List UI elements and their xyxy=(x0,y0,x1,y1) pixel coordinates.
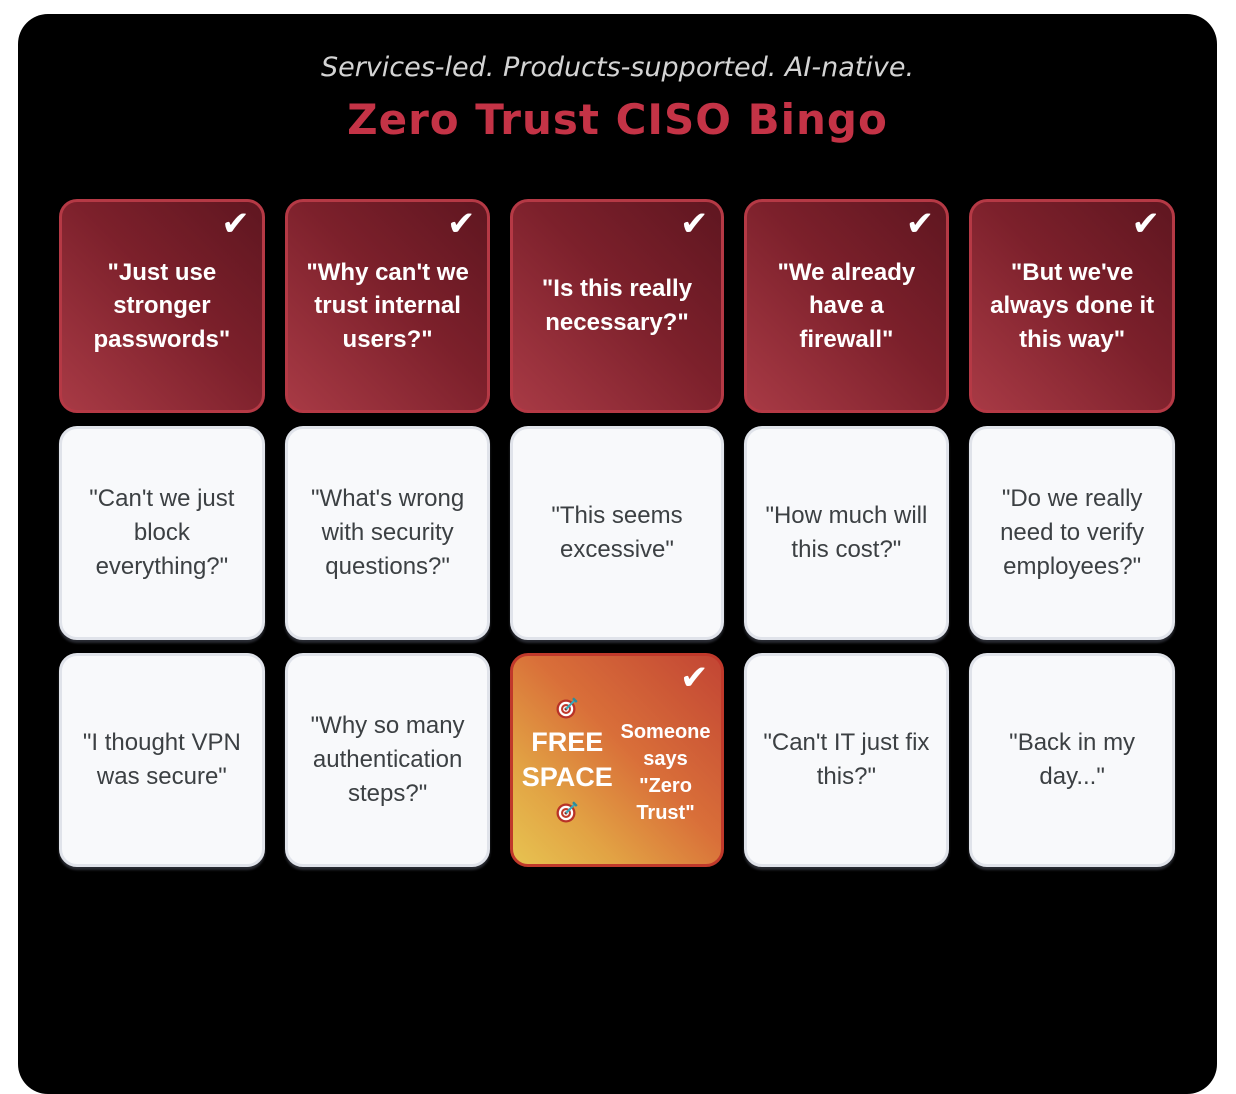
bingo-cell-verify-employees[interactable]: "Do we really need to verify employees?" xyxy=(969,426,1175,640)
checkmark-icon: ✔ xyxy=(221,204,250,244)
bingo-cell-always-done-this-way[interactable]: ✔ "But we've always done it this way" xyxy=(969,199,1175,413)
cell-text: "Can't we just block everything?" xyxy=(89,484,235,581)
checkmark-icon: ✔ xyxy=(905,204,935,244)
free-space-label: FREE SPACE xyxy=(521,726,613,792)
bingo-cell-trust-internal-users[interactable]: ✔ "Why can't we trust internal users?" xyxy=(284,199,491,413)
cell-text: "How much will this cost?" xyxy=(765,501,928,563)
bingo-card: Services-led. Products-supported. AI-nat… xyxy=(18,14,1217,1094)
bingo-grid: ✔ "Just use stronger passwords" ✔ "Why c… xyxy=(59,199,1175,867)
cell-text: "Do we really need to verify employees?" xyxy=(1000,484,1145,581)
bingo-cell-stronger-passwords[interactable]: ✔ "Just use stronger passwords" xyxy=(59,199,265,413)
cell-text: "Is this really necessary?" xyxy=(541,275,693,336)
checkmark-icon: ✔ xyxy=(680,204,709,244)
bingo-cell-seems-excessive[interactable]: "This seems excessive" xyxy=(510,426,724,640)
bingo-cell-vpn-secure[interactable]: "I thought VPN was secure" xyxy=(59,653,265,867)
cell-text: "This seems excessive" xyxy=(551,501,683,563)
bingo-cell-it-fix-this[interactable]: "Can't IT just fix this?" xyxy=(743,653,950,867)
cell-text: "Back in my day..." xyxy=(1009,728,1136,790)
checkmark-icon: ✔ xyxy=(680,658,709,698)
free-space-caption: Someone says "Zero Trust" xyxy=(620,721,711,824)
bingo-cell-already-firewall[interactable]: ✔ "We already have a firewall" xyxy=(743,199,950,413)
cell-text: "We already have a firewall" xyxy=(777,258,916,353)
free-space-label-block: FREE SPACE xyxy=(522,695,613,825)
bingo-cell-authentication-steps[interactable]: "Why so many authentication steps?" xyxy=(284,653,491,867)
bingo-cell-back-in-my-day[interactable]: "Back in my day..." xyxy=(969,653,1175,867)
bingo-cell-block-everything[interactable]: "Can't we just block everything?" xyxy=(59,426,265,640)
target-icon xyxy=(556,801,578,823)
bingo-cell-how-much-cost[interactable]: "How much will this cost?" xyxy=(743,426,950,640)
bingo-cell-security-questions[interactable]: "What's wrong with security questions?" xyxy=(284,426,491,640)
cell-text: "Why can't we trust internal users?" xyxy=(306,258,469,353)
cell-text: "Why so many authentication steps?" xyxy=(310,711,465,808)
cell-text: "Just use stronger passwords" xyxy=(93,258,231,353)
bingo-cell-free-space[interactable]: ✔ FREE SPACE xyxy=(510,653,724,867)
tagline: Services-led. Products-supported. AI-nat… xyxy=(320,52,915,83)
target-icon xyxy=(556,697,578,719)
cell-text: "What's wrong with security questions?" xyxy=(311,484,465,581)
cell-text: "But we've always done it this way" xyxy=(990,258,1155,353)
checkmark-icon: ✔ xyxy=(446,204,476,244)
cell-text: "I thought VPN was secure" xyxy=(82,728,241,790)
bingo-cell-really-necessary[interactable]: ✔ "Is this really necessary?" xyxy=(510,199,724,413)
checkmark-icon: ✔ xyxy=(1131,204,1161,244)
cell-text: "Can't IT just fix this?" xyxy=(763,728,930,790)
page-title: Zero Trust CISO Bingo xyxy=(347,95,888,144)
